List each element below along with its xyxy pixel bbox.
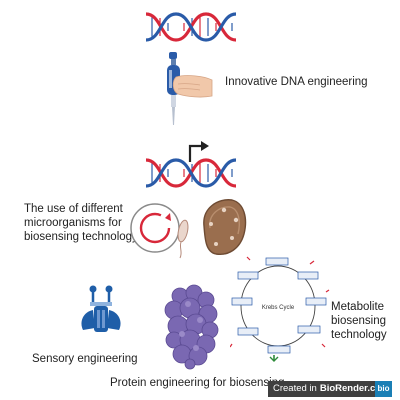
watermark-prefix: Created in	[273, 383, 317, 394]
krebs-cycle-label: Krebs Cycle	[262, 305, 295, 311]
krebs-cycle-icon: Krebs Cycle	[230, 256, 330, 362]
dna-promoter-icon	[146, 141, 237, 188]
label-microorganisms: The use of different microorganisms for …	[24, 203, 138, 243]
label-dna-engineering: Innovative DNA engineering	[225, 76, 368, 88]
plasmid-icon	[130, 203, 189, 259]
label-metabolite: Metabolite biosensing technology	[331, 301, 387, 341]
bacterium-icon	[203, 199, 247, 256]
biorender-logo-icon: bio	[375, 381, 392, 397]
pipette-icon	[167, 52, 213, 125]
watermark-brand: BioRender.com	[319, 383, 390, 394]
receptor-icon	[81, 285, 121, 332]
label-sensory: Sensory engineering	[32, 353, 138, 365]
label-protein: Protein engineering for biosensing	[110, 377, 285, 389]
biorender-watermark: Created in BioRender.com bio	[268, 381, 392, 397]
protein-icon	[164, 284, 219, 370]
dna-helix-icon	[146, 12, 237, 42]
